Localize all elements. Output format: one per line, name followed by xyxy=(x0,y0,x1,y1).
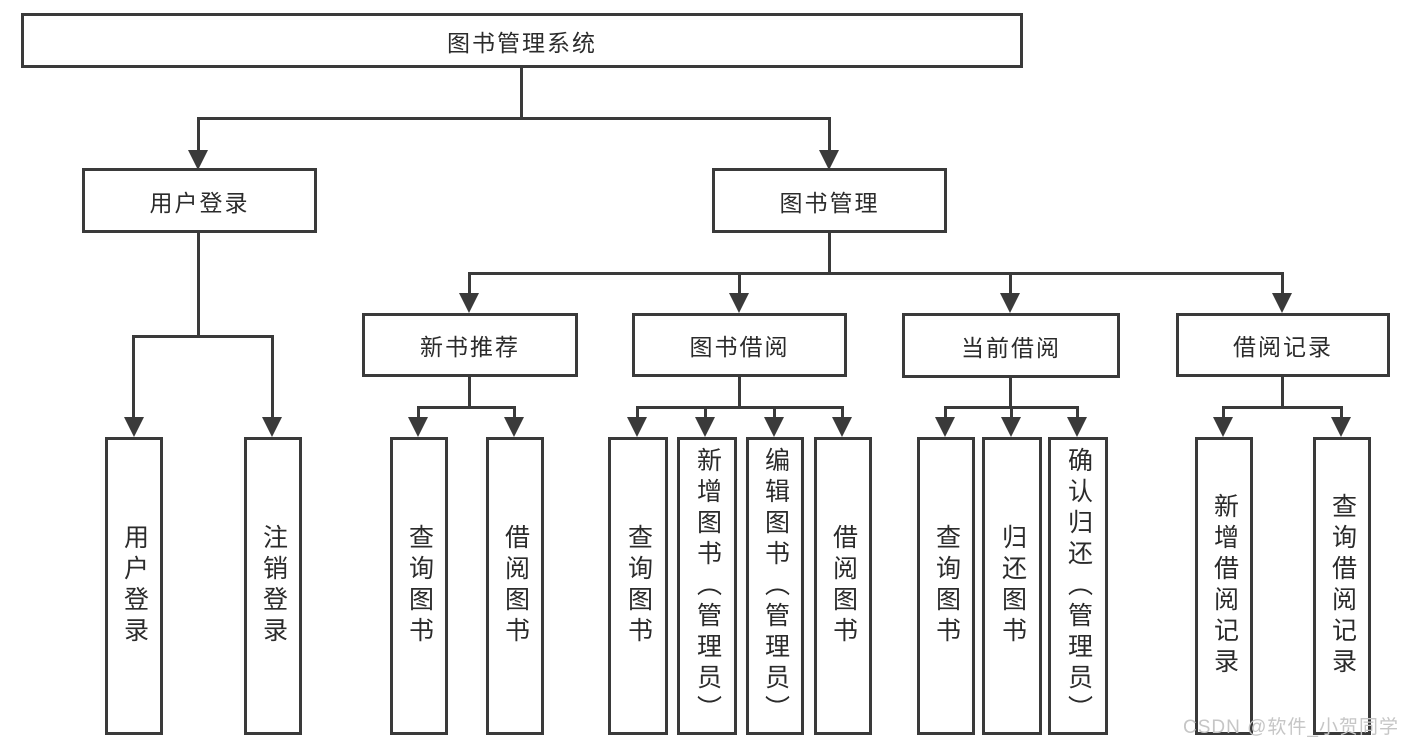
node-borrow-books-borrowing: 借阅图书 xyxy=(814,437,872,735)
connector-arrow xyxy=(1000,293,1020,313)
connector-arrow xyxy=(1272,293,1292,313)
connector-line xyxy=(773,406,776,419)
connector-line xyxy=(828,117,831,154)
node-label: 归还图书 xyxy=(998,524,1027,648)
connector-line xyxy=(1340,406,1343,419)
connector-line xyxy=(417,406,420,419)
connector-arrow xyxy=(1213,417,1233,437)
connector-line xyxy=(1281,272,1284,295)
node-label: 借阅记录 xyxy=(1233,334,1333,360)
connector-line xyxy=(1222,406,1343,409)
connector-line xyxy=(828,233,831,272)
node-label: 借阅图书 xyxy=(829,524,858,648)
connector-line xyxy=(636,406,639,419)
node-label: 新增图书（管理员） xyxy=(693,446,722,726)
node-edit-books-admin: 编辑图书（管理员） xyxy=(746,437,804,735)
node-user-login-leaf: 用户登录 xyxy=(105,437,163,735)
node-search-books-current: 查询图书 xyxy=(917,437,975,735)
node-label: 查询图书 xyxy=(932,524,961,648)
connector-line xyxy=(636,406,844,409)
node-label: 图书管理系统 xyxy=(447,29,597,56)
connector-line xyxy=(132,335,274,338)
connector-line xyxy=(271,335,274,419)
connector-arrow xyxy=(819,150,839,170)
connector-line xyxy=(1222,406,1225,419)
connector-line xyxy=(520,68,523,117)
connector-arrow xyxy=(935,417,955,437)
connector-line xyxy=(468,272,1284,275)
connector-arrow xyxy=(832,417,852,437)
connector-arrow xyxy=(262,417,282,437)
node-label: 用户登录 xyxy=(149,189,250,216)
connector-arrow xyxy=(124,417,144,437)
connector-line xyxy=(1076,406,1079,419)
node-search-books-borrowing: 查询图书 xyxy=(608,437,668,735)
connector-arrow xyxy=(695,417,715,437)
node-search-borrow-record: 查询借阅记录 xyxy=(1313,437,1371,735)
node-label: 新书推荐 xyxy=(420,334,520,360)
node-add-borrow-record: 新增借阅记录 xyxy=(1195,437,1253,735)
node-search-books-recommendation: 查询图书 xyxy=(390,437,448,735)
csdn-watermark: CSDN @软件_小贺同学 xyxy=(1183,717,1399,738)
node-label: 图书借阅 xyxy=(689,334,790,360)
node-borrow-books-recommendation: 借阅图书 xyxy=(486,437,544,735)
node-label: 用户登录 xyxy=(120,524,149,648)
node-label: 当前借阅 xyxy=(961,334,1061,361)
connector-line xyxy=(738,377,741,406)
node-return-books: 归还图书 xyxy=(982,437,1042,735)
connector-line xyxy=(841,406,844,419)
connector-arrow xyxy=(627,417,647,437)
node-book-borrowing: 图书借阅 xyxy=(632,313,847,377)
node-label: 确认归还（管理员） xyxy=(1064,446,1093,726)
node-book-management: 图书管理 xyxy=(712,168,947,233)
connector-arrow xyxy=(459,293,479,313)
connector-line xyxy=(417,406,516,409)
connector-line xyxy=(704,406,707,419)
node-label: 图书管理 xyxy=(779,189,880,216)
connector-arrow xyxy=(408,417,428,437)
node-confirm-return-admin: 确认归还（管理员） xyxy=(1048,437,1108,735)
node-label: 查询借阅记录 xyxy=(1328,493,1357,679)
connector-line xyxy=(1009,377,1012,406)
connector-arrow xyxy=(729,293,749,313)
connector-line xyxy=(513,406,516,419)
node-current-borrowing: 当前借阅 xyxy=(902,313,1120,378)
node-add-books-admin: 新增图书（管理员） xyxy=(677,437,737,735)
connector-line xyxy=(738,272,741,295)
connector-arrow xyxy=(188,150,208,170)
connector-arrow xyxy=(1331,417,1351,437)
connector-line xyxy=(468,377,471,406)
node-label: 查询图书 xyxy=(624,524,653,648)
connector-arrow xyxy=(764,417,784,437)
node-label: 注销登录 xyxy=(259,524,288,648)
connector-line xyxy=(197,233,200,335)
connector-line xyxy=(944,406,947,419)
node-logout-leaf: 注销登录 xyxy=(244,437,302,735)
connector-arrow xyxy=(504,417,524,437)
connector-line xyxy=(197,117,831,120)
connector-arrow xyxy=(1001,417,1021,437)
node-label: 查询图书 xyxy=(405,524,434,648)
connector-line xyxy=(1009,272,1012,295)
node-borrow-records: 借阅记录 xyxy=(1176,313,1390,377)
node-library-management-system: 图书管理系统 xyxy=(21,13,1023,68)
connector-arrow xyxy=(1067,417,1087,437)
connector-line xyxy=(197,117,200,154)
connector-line xyxy=(1281,377,1284,406)
node-label: 新增借阅记录 xyxy=(1210,493,1239,679)
connector-line xyxy=(468,272,471,295)
connector-line xyxy=(1010,406,1013,419)
node-new-book-recommendation: 新书推荐 xyxy=(362,313,578,377)
node-label: 编辑图书（管理员） xyxy=(761,446,790,726)
node-label: 借阅图书 xyxy=(501,524,530,648)
node-user-login: 用户登录 xyxy=(82,168,317,233)
connector-line xyxy=(132,335,135,419)
